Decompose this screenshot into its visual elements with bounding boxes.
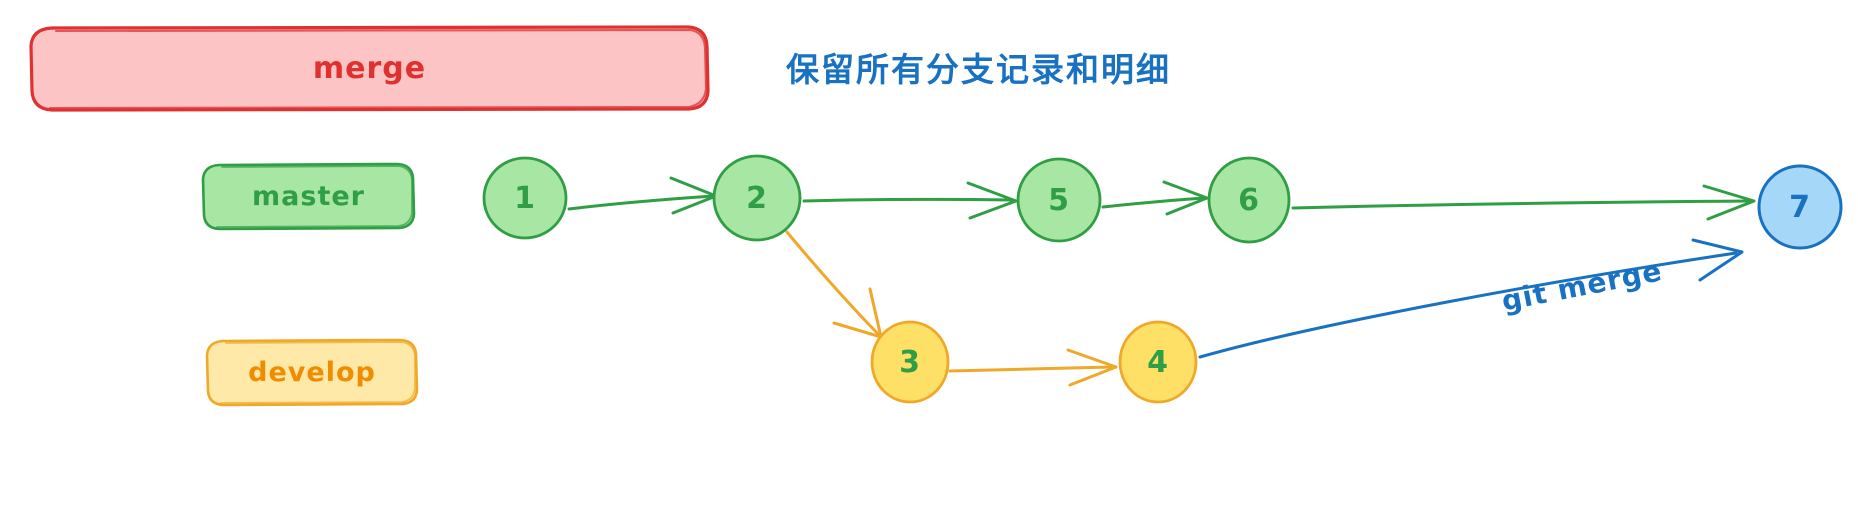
develop-label-box	[205, 338, 419, 407]
commit-node-7[interactable]	[1757, 164, 1843, 250]
master-label-box-sketch-overstroke	[216, 165, 413, 228]
commit-label-wrap-5: 5	[1031, 172, 1087, 228]
merge-banner-box-sketch-overstroke	[48, 28, 708, 110]
commit-label-wrap-3: 3	[882, 334, 938, 390]
commit-node-1[interactable]	[482, 156, 568, 240]
master-branch-label: master	[252, 181, 365, 212]
merge-banner-box	[29, 25, 710, 112]
commit-label-wrap-1: 1	[497, 170, 553, 226]
commit-label-7: 7	[1789, 189, 1811, 225]
commit-node-4[interactable]	[1118, 320, 1198, 404]
develop-label-box-sketch-overstroke	[220, 341, 416, 404]
diagram-caption: 保留所有分支记录和明细	[786, 50, 1171, 89]
develop-label-wrap: develop	[207, 340, 417, 405]
commit-node-3[interactable]	[870, 320, 950, 404]
commit-label-4: 4	[1147, 344, 1169, 380]
master-label-box	[201, 162, 416, 231]
commit-label-2: 2	[746, 180, 768, 216]
commit-label-5: 5	[1048, 182, 1070, 218]
edge-6-to-7	[1291, 184, 1756, 221]
commit-label-3: 3	[899, 344, 921, 380]
merge-banner-label: merge	[312, 51, 427, 86]
commit-label-wrap-2: 2	[729, 170, 785, 226]
master-label-wrap: master	[203, 164, 414, 229]
commit-label-wrap-6: 6	[1221, 172, 1277, 228]
commit-node-6[interactable]	[1207, 156, 1291, 244]
commit-node-5[interactable]	[1016, 157, 1102, 243]
edge-2-to-5	[802, 181, 1018, 220]
commit-label-6: 6	[1238, 182, 1260, 218]
commit-label-wrap-4: 4	[1130, 334, 1186, 390]
edge-5-to-6	[1101, 180, 1209, 216]
edge-3-to-4	[948, 348, 1118, 387]
commit-node-2[interactable]	[712, 154, 802, 242]
caption-wrap: 保留所有分支记录和明细	[786, 45, 1306, 89]
edge-4-to-7	[1198, 238, 1744, 359]
commit-label-1: 1	[514, 180, 536, 216]
merge-banner-label-wrap: merge	[31, 27, 708, 110]
commit-label-wrap-7: 7	[1772, 179, 1828, 235]
develop-branch-label: develop	[248, 357, 376, 388]
